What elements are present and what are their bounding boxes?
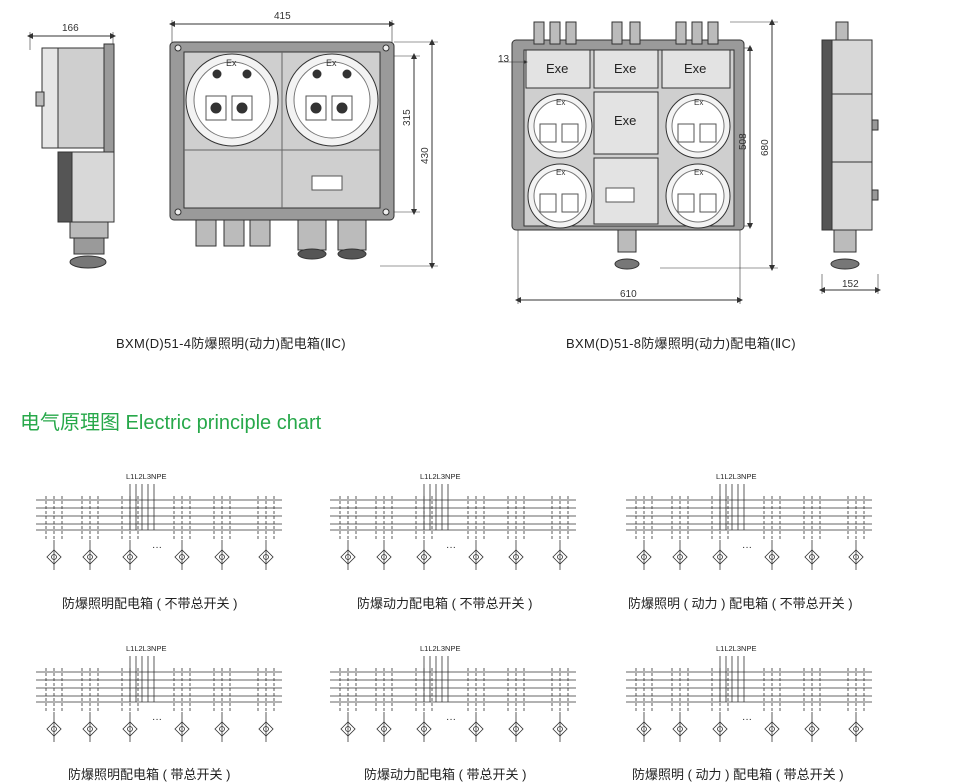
schematic-label: 防爆照明配电箱 ( 带总开关 ): [68, 767, 231, 782]
ex-mark-3: Ex: [556, 98, 566, 107]
continuation-dots: ···: [152, 714, 162, 725]
continuation-dots: ···: [742, 714, 752, 725]
exe-label-3: Exe: [684, 61, 707, 76]
dim-height-inner-right: 508: [738, 133, 749, 150]
dim-offset: 13: [498, 54, 510, 65]
ex-mark-4: Ex: [694, 98, 704, 107]
dim-height-outer-right: 680: [760, 139, 771, 156]
schematic-label: 防爆照明配电箱 ( 不带总开关 ): [62, 596, 238, 611]
left-front-view: [169, 20, 438, 269]
schematic-label: 防爆动力配电箱 ( 不带总开关 ): [357, 596, 533, 611]
dim-width-right: 610: [620, 289, 637, 300]
dim-side-width: 166: [62, 23, 79, 34]
schematic-label: 防爆照明 ( 动力 ) 配电箱 ( 带总开关 ): [632, 767, 844, 782]
exe-label-2: Exe: [614, 61, 637, 76]
bus-label: L1L2L3NPE: [420, 644, 461, 653]
ex-mark-2: Ex: [326, 58, 337, 68]
bus-label: L1L2L3NPE: [126, 644, 167, 653]
bus-label: L1L2L3NPE: [420, 472, 461, 481]
schematic-4: [36, 656, 282, 742]
schematic-label: 防爆动力配电箱 ( 带总开关 ): [364, 767, 527, 782]
ex-mark-6: Ex: [694, 168, 704, 177]
dim-height-inner: 315: [402, 109, 413, 126]
continuation-dots: ···: [446, 714, 456, 725]
ex-mark-1: Ex: [226, 58, 237, 68]
exe-label-1: Exe: [546, 61, 569, 76]
right-side-view: [819, 21, 881, 294]
continuation-dots: ···: [446, 542, 456, 553]
left-side-view: [27, 32, 116, 269]
schematic-5: [330, 656, 576, 742]
exe-label-4: Exe: [614, 113, 637, 128]
schematic-6: [626, 656, 872, 742]
right-caption: BXM(D)51-8防爆照明(动力)配电箱(ⅡC): [566, 336, 796, 351]
continuation-dots: ···: [152, 542, 162, 553]
schematic-1: [36, 484, 282, 570]
bus-label: L1L2L3NPE: [716, 472, 757, 481]
ex-mark-5: Ex: [556, 168, 566, 177]
schematic-3: [626, 484, 872, 570]
left-caption: BXM(D)51-4防爆照明(动力)配电箱(ⅡC): [116, 336, 346, 351]
bus-label: L1L2L3NPE: [716, 644, 757, 653]
dim-side-depth: 152: [842, 279, 859, 290]
dim-height-outer: 430: [420, 147, 431, 164]
continuation-dots: ···: [742, 542, 752, 553]
bus-label: L1L2L3NPE: [126, 472, 167, 481]
technical-drawings: [27, 19, 881, 304]
schematic-label: 防爆照明 ( 动力 ) 配电箱 ( 不带总开关 ): [628, 596, 853, 611]
right-front-view: [498, 19, 778, 304]
schematic-2: [330, 484, 576, 570]
section-title: 电气原理图 Electric principle chart: [20, 412, 322, 434]
dim-front-width: 415: [274, 11, 291, 22]
